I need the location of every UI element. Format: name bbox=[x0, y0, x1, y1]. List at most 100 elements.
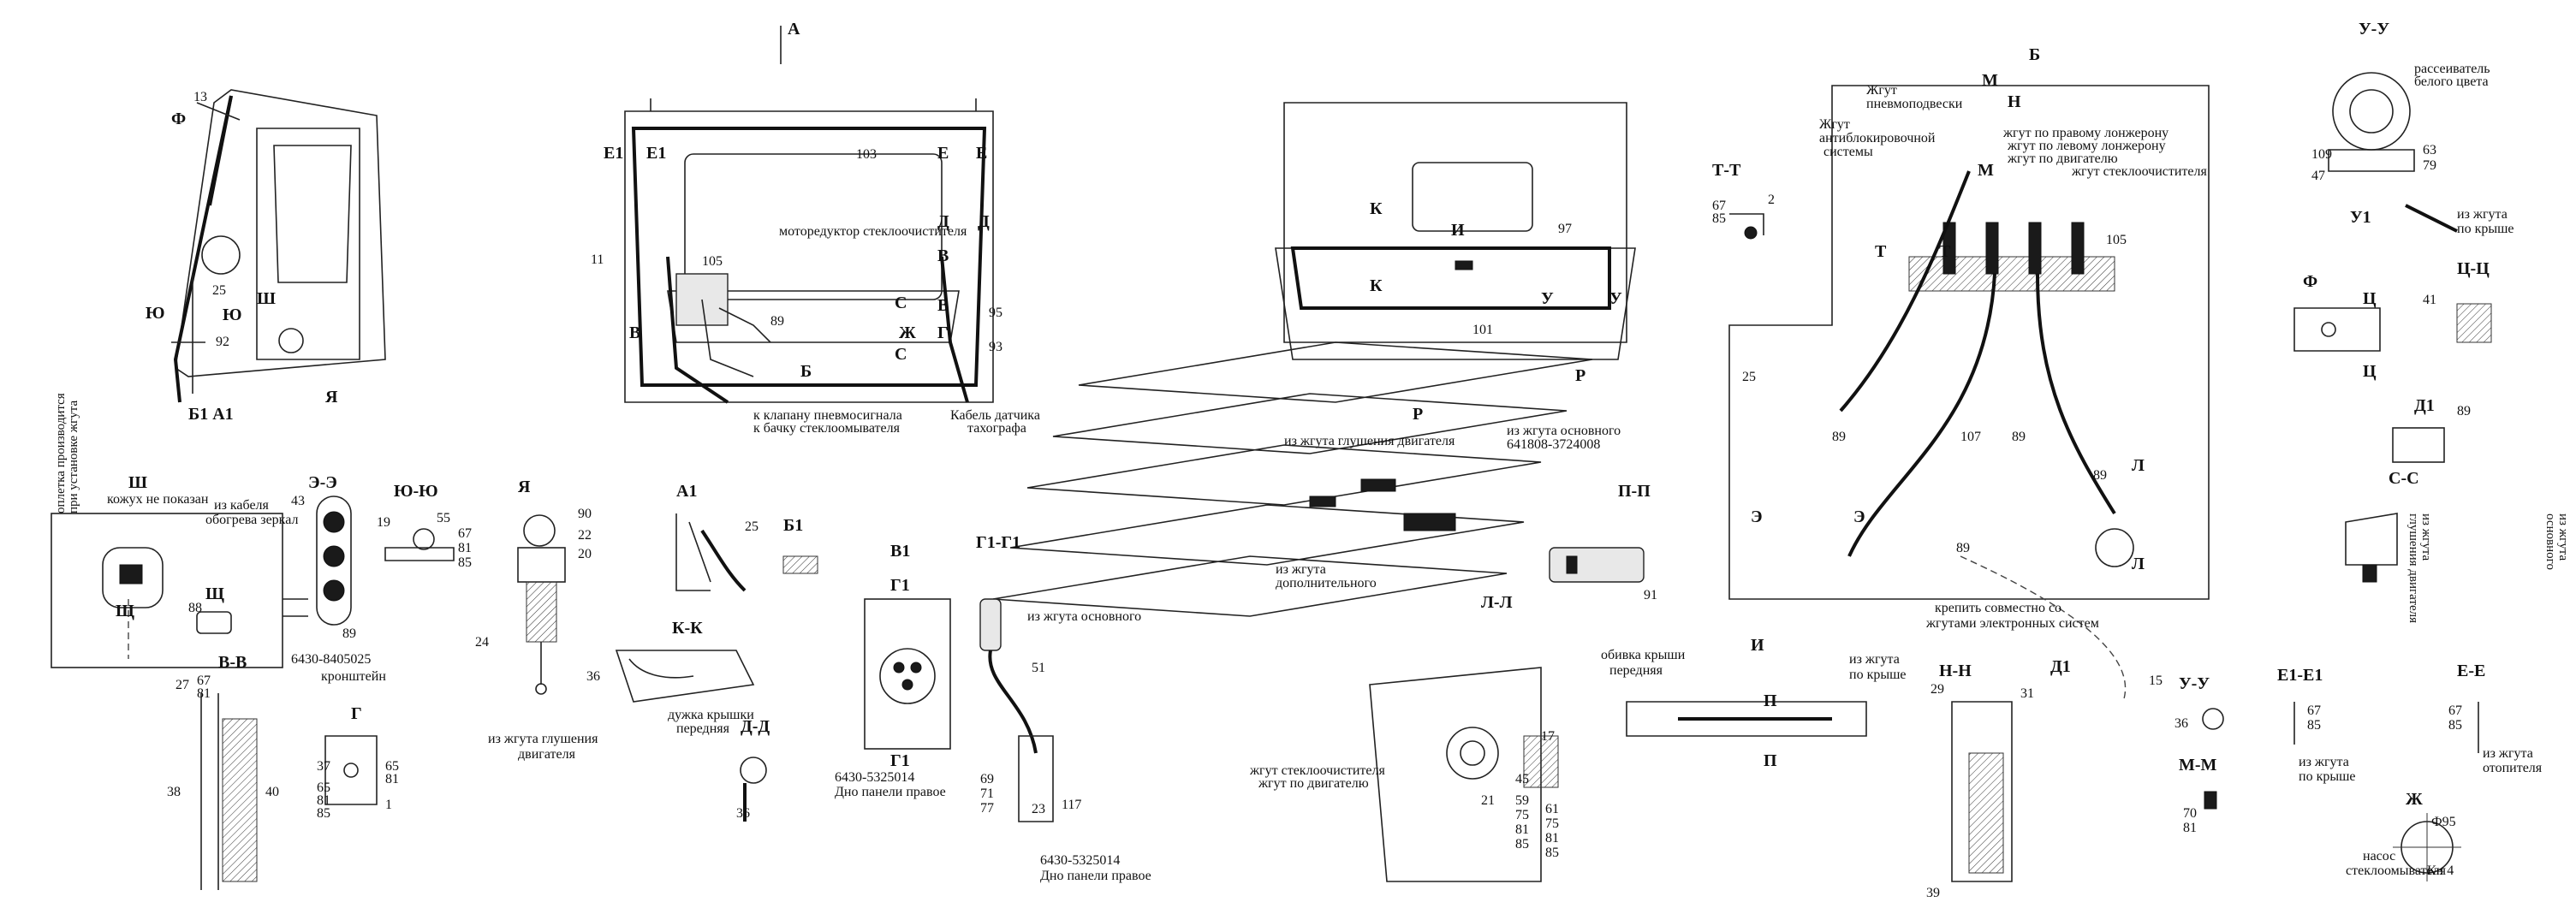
callout: Б bbox=[800, 362, 812, 381]
callout: 25 bbox=[745, 519, 759, 534]
callout: 31 bbox=[2020, 686, 2034, 701]
view-title: В1 bbox=[890, 542, 910, 561]
callout: 67 bbox=[1712, 199, 1726, 213]
section-e-e: Э-Э 43 89 6430-8405025 кронштейн bbox=[283, 473, 386, 684]
view-title: Ж bbox=[2406, 790, 2423, 809]
detail-circle-ya bbox=[278, 328, 304, 353]
callout: из жгута глушения bbox=[488, 732, 598, 746]
callout: Ф95 bbox=[2431, 815, 2456, 829]
callout: 41 bbox=[2423, 293, 2436, 307]
callout: 40 bbox=[265, 785, 279, 799]
callout: Н bbox=[2008, 92, 2021, 111]
callout: жгут стеклоочистителя bbox=[1249, 763, 1385, 778]
section-a1-b1: А1 25 Б1 bbox=[675, 482, 818, 592]
callout: 105 bbox=[2106, 233, 2127, 247]
callout: 20 bbox=[578, 547, 592, 561]
callout: по крыше bbox=[2299, 769, 2356, 784]
callout: 85 bbox=[2448, 718, 2462, 733]
section-g: Г 37 65 81 85 65 81 1 bbox=[317, 704, 399, 821]
callout: Л bbox=[2132, 456, 2145, 475]
view-title: Г bbox=[351, 704, 362, 723]
callout: 85 bbox=[2307, 718, 2321, 733]
callout: 69 bbox=[980, 772, 994, 786]
callout: 75 bbox=[1545, 816, 1559, 831]
callout: Ю bbox=[146, 304, 165, 323]
view-title: А bbox=[788, 20, 800, 39]
callout: Кн 4 bbox=[2427, 863, 2454, 878]
callout: 13 bbox=[193, 90, 207, 104]
view-floor-outline: Р Р из жгута глушения двигателя из жгута… bbox=[992, 341, 1621, 617]
view-title: У-У bbox=[2359, 20, 2389, 39]
callout: рассеиватель bbox=[2414, 62, 2490, 76]
callout: П bbox=[1764, 751, 1777, 770]
callout: 2 bbox=[1768, 193, 1775, 207]
callout: 21 bbox=[1481, 793, 1495, 808]
view-title: Т-Т bbox=[1712, 161, 1741, 180]
view-title: Г1-Г1 bbox=[976, 533, 1020, 552]
callout: 85 bbox=[1515, 837, 1529, 852]
callout: насос bbox=[2363, 849, 2395, 863]
callout: 19 bbox=[377, 515, 390, 530]
callout: Я bbox=[325, 388, 338, 407]
callout: стеклоомывателя bbox=[2346, 863, 2447, 878]
callout: Т bbox=[1939, 242, 1951, 261]
callout: Д bbox=[978, 212, 990, 231]
view-title: Я bbox=[518, 478, 531, 496]
section-shch: Щ bbox=[196, 585, 232, 634]
callout: оплетка производится bbox=[54, 393, 68, 513]
callout: 85 bbox=[1545, 846, 1559, 860]
callout: глушения двигателя bbox=[2406, 513, 2420, 623]
callout: из жгута bbox=[2556, 513, 2570, 561]
callout: крепить совместно со bbox=[1935, 601, 2061, 615]
callout: 89 bbox=[1956, 541, 1970, 555]
callout: 88 bbox=[188, 601, 202, 615]
section-s-s: С-С из жгута глушения двигателя основног… bbox=[2345, 469, 2570, 623]
callout: отопителя bbox=[2483, 761, 2543, 775]
callout: 6430-8405025 bbox=[291, 652, 371, 667]
view-b-chassis: Б Жгут пневмоподвески Жгут антиблокирово… bbox=[1728, 45, 2210, 703]
callout: 85 bbox=[1712, 211, 1726, 226]
callout: жгут по левому лонжерону bbox=[2007, 139, 2166, 153]
callout: белого цвета bbox=[2414, 74, 2489, 89]
callout: 75 bbox=[1515, 808, 1529, 822]
callout: Дно панели правое bbox=[1040, 869, 1151, 883]
section-f-cc: Ф Ц Ц Ц-Ц 41 Д1 89 bbox=[2293, 259, 2492, 463]
callout: 97 bbox=[1558, 222, 1572, 236]
callout: 67 bbox=[458, 526, 472, 541]
callout: 89 bbox=[2093, 468, 2107, 483]
callout: дужка крышки bbox=[668, 708, 754, 722]
callout: жгутами электронных систем bbox=[1925, 616, 2099, 631]
callout: 81 bbox=[385, 772, 399, 786]
view-title: Г1 bbox=[890, 751, 910, 770]
callout: Т bbox=[1875, 242, 1887, 261]
callout: 17 bbox=[1541, 729, 1555, 744]
callout: двигателя bbox=[518, 747, 576, 762]
callout: Е1 bbox=[646, 144, 666, 163]
section-l-l: Л-Л жгут стеклоочистителя жгут по двигат… bbox=[1249, 593, 1559, 882]
view-title: Ю-Ю bbox=[394, 482, 438, 501]
callout: из жгута bbox=[1849, 652, 1900, 667]
callout: М bbox=[1978, 161, 1994, 180]
callout: Э bbox=[1853, 507, 1865, 526]
callout: моторедуктор стеклоочистителя bbox=[779, 224, 967, 239]
callout: 92 bbox=[216, 335, 229, 349]
callout: 89 bbox=[770, 314, 784, 329]
callout: жгут по двигателю bbox=[2007, 151, 2118, 166]
view-title: Б bbox=[2029, 45, 2040, 64]
callout: 38 bbox=[167, 785, 181, 799]
callout: Ф bbox=[171, 110, 186, 128]
callout: антиблокировочной bbox=[1819, 131, 1936, 145]
view-cab-front: А Е1 Е1 103 Е Е Д Д моторедуктор стеклоо… bbox=[591, 20, 1040, 436]
callout: Дно панели правое bbox=[835, 785, 946, 799]
callout: 36 bbox=[586, 669, 600, 684]
callout: 25 bbox=[212, 283, 226, 298]
callout: из жгута bbox=[1276, 562, 1326, 577]
callout: из кабеля bbox=[214, 498, 270, 513]
callout: 85 bbox=[458, 555, 472, 570]
view-title: П-П bbox=[1618, 482, 1651, 501]
section-yu-yu: Ю-Ю 19 55 67 81 85 bbox=[377, 482, 472, 570]
view-title: Д-Д bbox=[741, 717, 770, 736]
section-i: И обивка крыши передняя П П из жгута по … bbox=[1601, 636, 1907, 770]
callout: 24 bbox=[475, 635, 489, 650]
